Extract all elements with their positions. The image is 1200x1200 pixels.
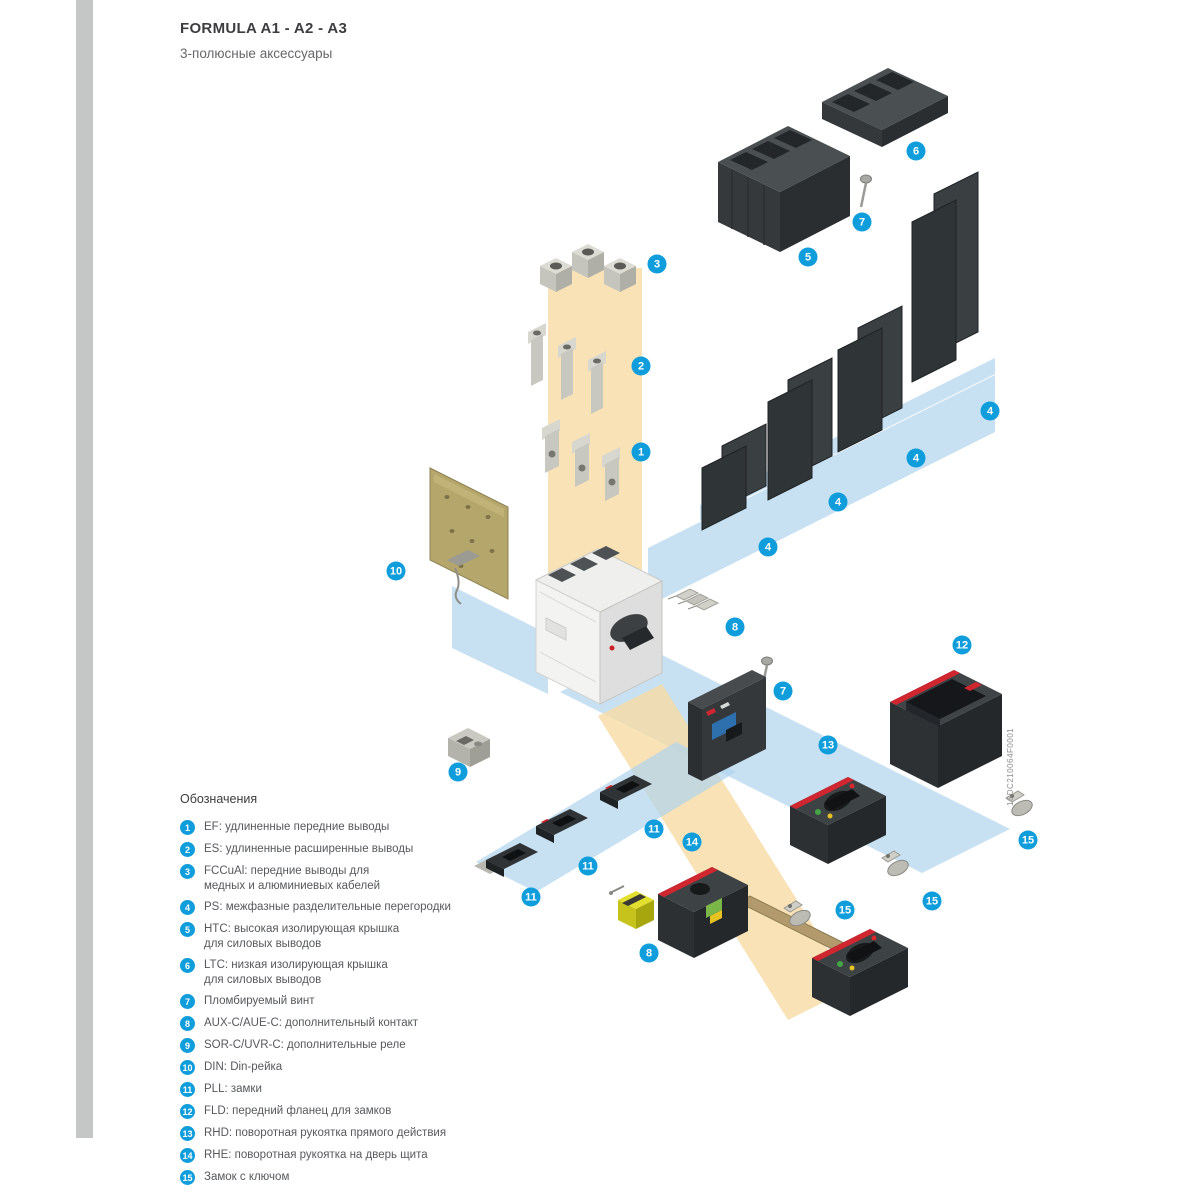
circuit-breaker	[534, 546, 664, 705]
legend-item-label: DIN: Din-рейка	[204, 1061, 283, 1073]
legend-item-number-badge: 2	[180, 842, 195, 857]
fccual-terminals-part	[540, 244, 636, 292]
legend-item: 1 EF: удлиненные передние выводы	[180, 820, 532, 835]
document-code: 1SDC210064F0001	[1006, 727, 1015, 806]
legend-item-label: Пломбируемый винт	[204, 995, 315, 1007]
legend-item-label: RHD: поворотная рукоятка прямого действи…	[204, 1127, 447, 1139]
legend-item: 6 LTC: низкая изолирующая крышка для сило…	[180, 958, 532, 987]
legend-item-label: EF: удлиненные передние выводы	[204, 821, 390, 833]
page-title: FORMULA A1 - A2 - A3	[180, 20, 348, 37]
legend-item: 9 SOR-C/UVR-C: дополнительные реле	[180, 1038, 532, 1053]
legend-item: 5 HTC: высокая изолирующая крышка для сил…	[180, 922, 532, 951]
legend: Обозначения 1 EF: удлиненные передние выв…	[180, 792, 532, 1192]
legend-item: 2 ES: удлиненные расширенные выводы	[180, 842, 532, 857]
din-rail-part	[429, 467, 509, 605]
legend-item-label: FCCuAl: передние выводы для медных и алю…	[204, 865, 381, 892]
accessory-panel-part	[688, 670, 766, 781]
legend-item-number-badge: 4	[180, 900, 195, 915]
legend-item-label: LTC: низкая изолирующая крышка для силов…	[204, 959, 388, 986]
legend-item: 12 FLD: передний фланец для замков	[180, 1104, 532, 1119]
legend-item-label: Замок с ключом	[204, 1171, 290, 1183]
aux-contact-part	[667, 588, 720, 611]
legend-item-number-badge: 1	[180, 820, 195, 835]
legend-item: 15 Замок с ключом	[180, 1170, 532, 1185]
left-margin-bar	[76, 0, 93, 1138]
legend-item-label: AUX-C/AUE-C: дополнительный контакт	[204, 1017, 419, 1029]
legend-item: 13 RHD: поворотная рукоятка прямого дейст…	[180, 1126, 532, 1141]
legend-item: 8 AUX-C/AUE-C: дополнительный контакт	[180, 1016, 532, 1031]
legend-item-label: FLD: передний фланец для замков	[204, 1105, 392, 1117]
legend-item-number-badge: 3	[180, 864, 195, 879]
legend-item: 4 PS: межфазные разделительные перегородк…	[180, 900, 532, 915]
legend-item-number-badge: 8	[180, 1016, 195, 1031]
key-lock-part	[783, 790, 1033, 927]
legend-item-label: HTC: высокая изолирующая крышка для сило…	[204, 923, 400, 950]
legend-item: 14 RHE: поворотная рукоятка на дверь щита	[180, 1148, 532, 1163]
legend-item-number-badge: 9	[180, 1038, 195, 1053]
rhe-handle-part	[658, 867, 848, 958]
legend-item: 7 Пломбируемый винт	[180, 994, 532, 1009]
legend-item: 3 FCCuAl: передние выводы для медных и ал…	[180, 864, 532, 893]
htc-high-cover-part	[718, 126, 850, 252]
legend-item-label: ES: удлиненные расширенные выводы	[204, 843, 414, 855]
legend-item-number-badge: 10	[180, 1060, 195, 1075]
ef-terminals-part	[542, 419, 620, 501]
es-terminals-part	[528, 323, 606, 414]
legend-item-label: SOR-C/UVR-C: дополнительные реле	[204, 1039, 406, 1051]
legend-item-number-badge: 5	[180, 922, 195, 937]
page-subtitle: 3-полюсные аксессуары	[180, 46, 333, 61]
phase-separators-part	[701, 171, 979, 531]
legend-item-number-badge: 6	[180, 958, 195, 973]
seal-screw-icon-top	[859, 174, 872, 208]
legend-item-number-badge: 7	[180, 994, 195, 1009]
legend-item-number-badge: 11	[180, 1082, 195, 1097]
legend-item-number-badge: 13	[180, 1126, 195, 1141]
legend-item-number-badge: 12	[180, 1104, 195, 1119]
legend-item: 10 DIN: Din-рейка	[180, 1060, 532, 1075]
legend-item: 11 PLL: замки	[180, 1082, 532, 1097]
relay-part	[448, 728, 490, 767]
legend-item-number-badge: 15	[180, 1170, 195, 1185]
front-flange-part	[890, 670, 1002, 788]
legend-item-label: RHE: поворотная рукоятка на дверь щита	[204, 1149, 428, 1161]
microswitch-contact-part	[609, 885, 654, 929]
legend-list: 1 EF: удлиненные передние выводы 2 ES: удли…	[180, 820, 532, 1185]
legend-item-number-badge: 14	[180, 1148, 195, 1163]
ltc-low-cover-part	[822, 68, 948, 147]
pll-locks-part	[474, 775, 652, 877]
legend-item-label: PS: межфазные разделительные перегородки	[204, 901, 451, 913]
header: FORMULA A1 - A2 - A3 3-полюсные аксессуа…	[180, 20, 347, 61]
rhd-handle-part	[790, 777, 886, 864]
legend-heading: Обозначения	[180, 792, 258, 806]
legend-item-label: PLL: замки	[204, 1083, 262, 1095]
